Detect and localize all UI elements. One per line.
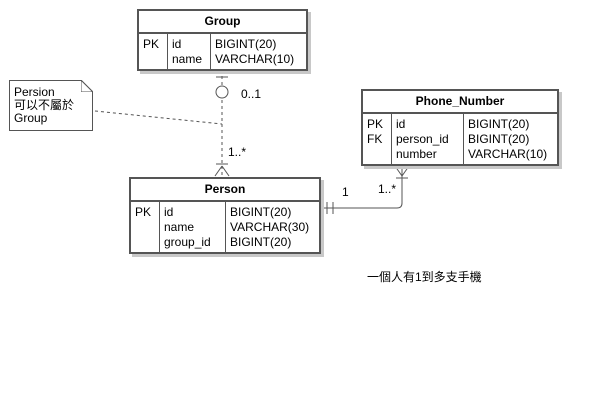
entity-title: Person (131, 179, 319, 202)
key-marker (367, 147, 387, 162)
note-fold-corner (81, 80, 93, 92)
multiplicity-phone: 1..* (378, 182, 397, 196)
multiplicity-group: 0..1 (241, 87, 262, 101)
field-name: number (396, 147, 437, 161)
field-type: BIGINT(20) (230, 205, 292, 219)
field-type: BIGINT(20) (468, 132, 530, 146)
field-name: name (172, 52, 203, 66)
field-name: id (164, 205, 174, 219)
key-marker (143, 52, 163, 67)
note-line: Group (14, 111, 48, 125)
entity-person[interactable]: Person PK id name group_id BIGINT(20) VA… (129, 177, 321, 254)
multiplicity-person-group: 1..* (228, 145, 247, 159)
field-type: BIGINT(20) (230, 235, 292, 249)
caption: 一個人有1到多支手機 (367, 270, 482, 284)
entity-title: Phone_Number (363, 91, 557, 114)
field-name: id (396, 117, 406, 131)
key-marker: PK (135, 205, 152, 219)
key-marker: PK (143, 37, 160, 51)
field-name: id (172, 37, 182, 51)
key-marker: PK (367, 117, 384, 131)
field-type: VARCHAR(10) (468, 147, 548, 161)
key-marker: FK (367, 132, 383, 146)
field-type: BIGINT(20) (468, 117, 530, 131)
note-line: 可以不屬於 (14, 98, 75, 112)
entity-title: Group (139, 11, 306, 34)
note-line: Persion (14, 85, 55, 99)
key-marker (135, 220, 155, 235)
entity-phone-number[interactable]: Phone_Number PK FK id person_id number B… (361, 89, 559, 166)
key-marker (135, 235, 155, 250)
field-name: name (164, 220, 195, 234)
entity-group[interactable]: Group PK id name BIGINT(20) VARCHAR(10) (137, 9, 308, 71)
field-type: VARCHAR(10) (215, 52, 295, 66)
field-type: BIGINT(20) (215, 37, 277, 51)
field-name: person_id (396, 132, 449, 146)
field-type: VARCHAR(30) (230, 220, 310, 234)
multiplicity-person-phone: 1 (342, 185, 349, 199)
field-name: group_id (164, 235, 211, 249)
note-box[interactable]: Persion 可以不屬於 Group (9, 80, 93, 131)
